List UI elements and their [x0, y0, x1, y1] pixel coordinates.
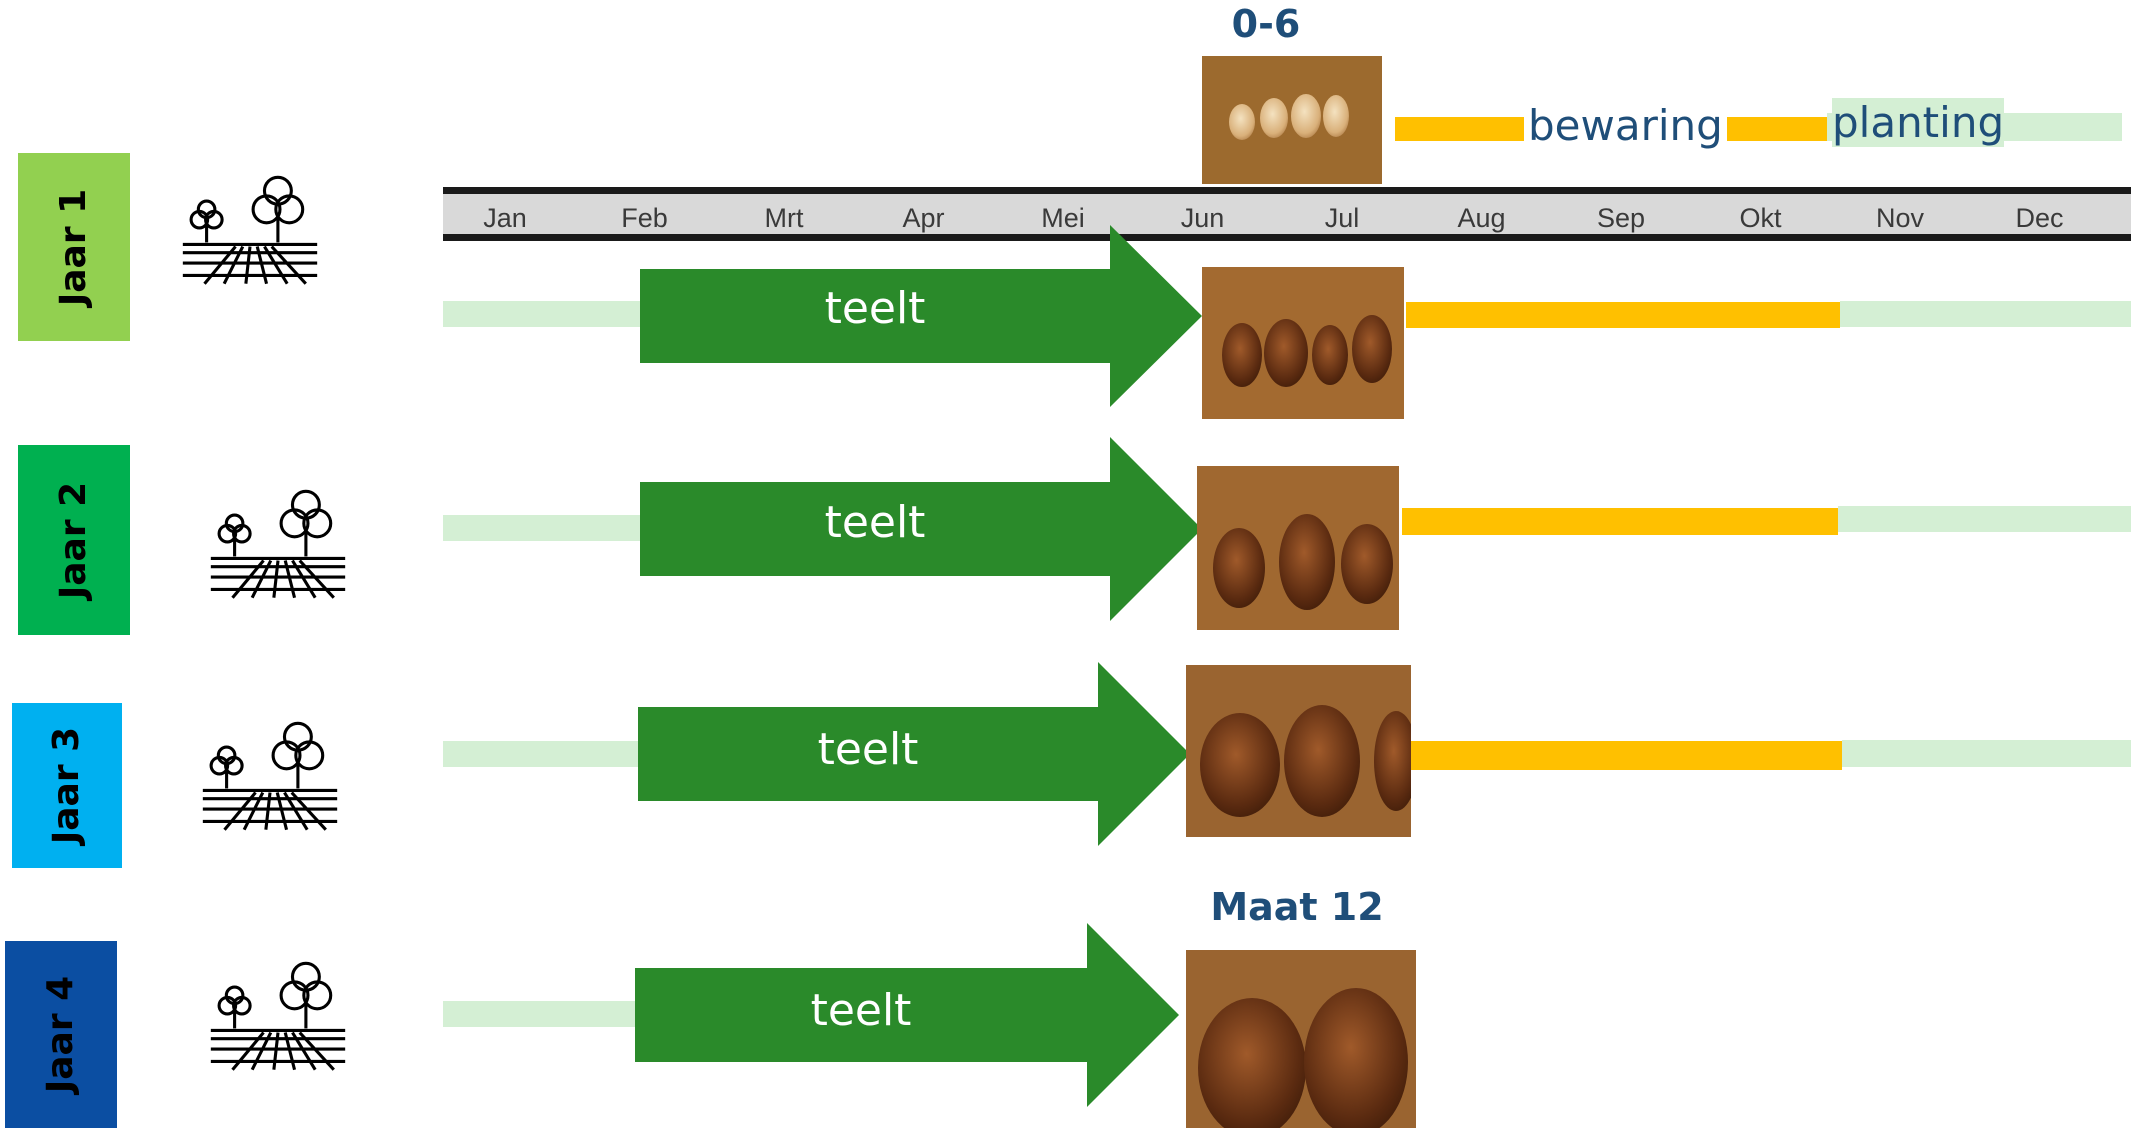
month-label: Mei: [1041, 203, 1085, 233]
storage-legend-label: bewaring: [1524, 101, 1727, 150]
field-with-trees-icon: [204, 482, 352, 606]
storage-bar-row3: [1411, 741, 1842, 770]
field-with-trees-icon: [196, 714, 344, 838]
bulb-photo-row3: [1186, 665, 1411, 837]
field-with-trees-icon: [204, 954, 352, 1078]
timeline-strip: [443, 194, 2131, 234]
cultivation-arrow-row2: [640, 437, 1202, 621]
planting-legend-label: planting: [1832, 98, 2005, 147]
storage-bar-row1: [1406, 302, 1840, 328]
cultivation-arrow-row4: [635, 923, 1179, 1107]
planting-bar-row1-end: [1840, 301, 2131, 327]
bulb-photo-small: [1202, 56, 1382, 184]
planting-bar-row3-end: [1842, 740, 2131, 767]
storage-bar-row2: [1402, 508, 1838, 535]
cultivation-arrow-row3: [638, 662, 1190, 846]
final-size-label: Maat 12: [1210, 885, 1384, 929]
year-label-2: Jaar 2: [18, 445, 130, 635]
year-label-3: Jaar 3: [12, 703, 122, 868]
year-label-4: Jaar 4: [5, 941, 117, 1128]
month-label: Jun: [1180, 203, 1225, 233]
month-label: Jan: [483, 203, 527, 233]
month-label: Aug: [1457, 203, 1506, 233]
month-label: Feb: [621, 203, 668, 233]
cultivation-label-row4: teelt: [810, 985, 912, 1036]
planting-bar-row2-start: [443, 515, 643, 541]
month-label: Sep: [1596, 203, 1646, 233]
top-size-label: 0-6: [1231, 2, 1301, 46]
month-label: Apr: [902, 203, 945, 233]
bulb-photo-row2: [1197, 466, 1399, 630]
month-label: Mrt: [764, 203, 804, 233]
planting-bar-row1-start: [443, 301, 643, 327]
timeline-top-border: [443, 187, 2131, 194]
timeline-bottom-border: [443, 234, 2131, 241]
month-label: Nov: [1875, 203, 1925, 233]
bulb-photo-row4: [1186, 950, 1416, 1128]
small-bulbs-image: [1202, 56, 1382, 184]
bulb-photo-row1: [1202, 267, 1404, 419]
planting-bar-row4-start: [443, 1001, 643, 1027]
planting-bar-row2-end: [1838, 506, 2131, 532]
month-label: Okt: [1739, 203, 1782, 233]
cultivation-label-row3: teelt: [817, 724, 919, 775]
cultivation-label-row1: teelt: [824, 283, 926, 334]
cultivation-label-row2: teelt: [824, 497, 926, 548]
cultivation-arrow-row1: [640, 225, 1202, 407]
year-label-1: Jaar 1: [18, 153, 130, 341]
month-label: Dec: [2015, 203, 2064, 233]
planting-bar-row3-start: [443, 741, 643, 767]
field-with-trees-icon: [176, 168, 324, 292]
month-label: Jul: [1324, 203, 1360, 233]
